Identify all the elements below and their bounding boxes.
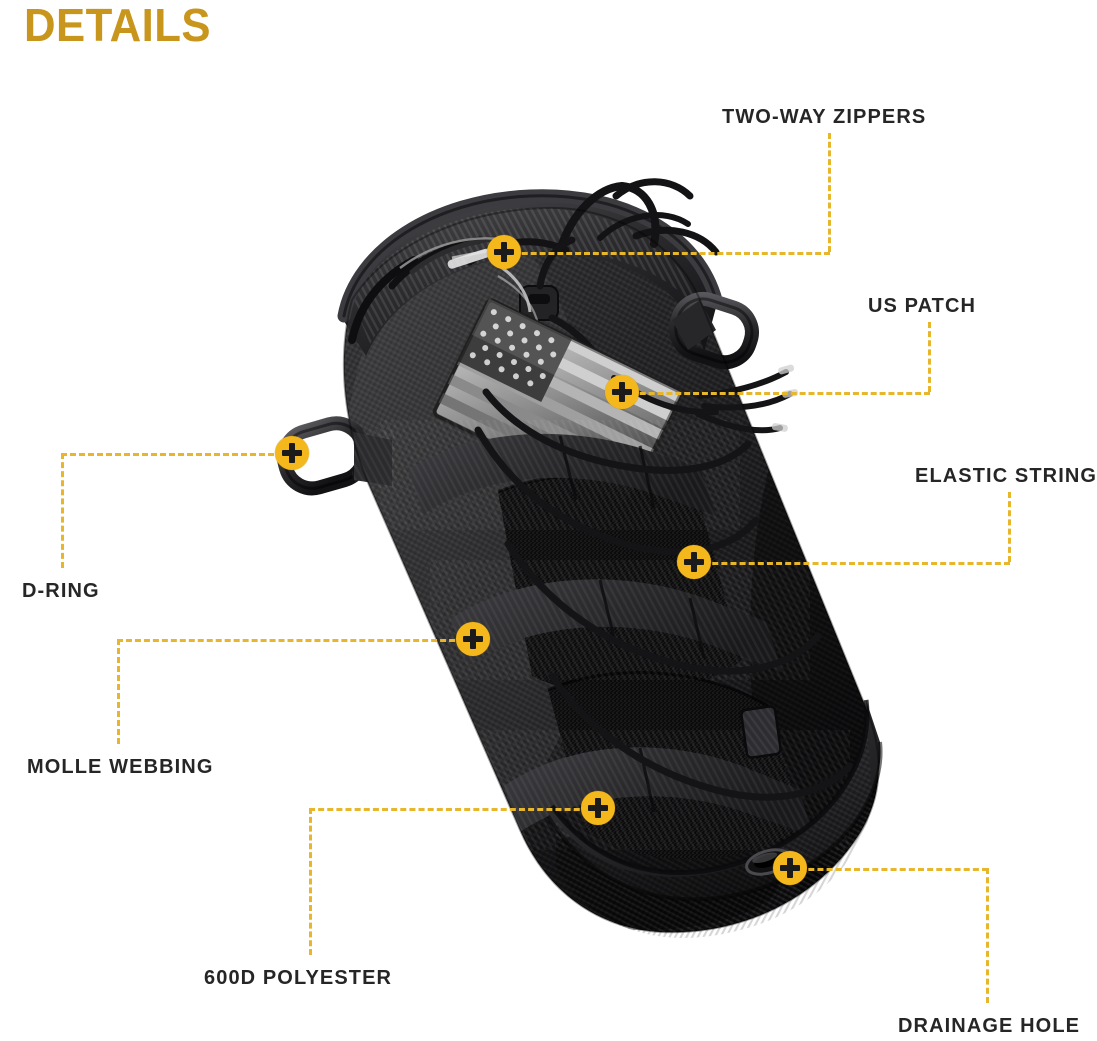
callout-connector-horizontal-600d-polyester bbox=[309, 808, 598, 811]
callout-marker-molle-webbing[interactable] bbox=[456, 622, 490, 656]
callout-connector-vertical-molle-webbing bbox=[117, 639, 120, 744]
callout-label-d-ring: D-RING bbox=[22, 580, 100, 602]
callout-marker-drainage-hole[interactable] bbox=[773, 851, 807, 885]
callout-marker-us-patch[interactable] bbox=[605, 375, 639, 409]
callout-connector-vertical-us-patch bbox=[928, 322, 931, 392]
callout-label-drainage-hole: DRAINAGE HOLE bbox=[898, 1015, 1081, 1037]
callout-connector-vertical-two-way-zippers bbox=[828, 133, 831, 252]
callout-connector-vertical-600d-polyester bbox=[309, 808, 312, 955]
callout-marker-elastic-string[interactable] bbox=[677, 545, 711, 579]
callout-connector-horizontal-drainage-hole bbox=[790, 868, 988, 871]
callout-label-molle-webbing: MOLLE WEBBING bbox=[27, 756, 214, 778]
callout-marker-two-way-zippers[interactable] bbox=[487, 235, 521, 269]
callout-marker-d-ring[interactable] bbox=[275, 436, 309, 470]
callout-label-two-way-zippers: TWO-WAY ZIPPERS bbox=[722, 106, 927, 128]
callout-label-elastic-string: ELASTIC STRING bbox=[915, 465, 1097, 487]
callout-connector-horizontal-two-way-zippers bbox=[504, 252, 830, 255]
callout-marker-600d-polyester[interactable] bbox=[581, 791, 615, 825]
callout-connector-vertical-elastic-string bbox=[1008, 492, 1011, 562]
callout-connector-horizontal-elastic-string bbox=[694, 562, 1010, 565]
page-title: DETAILS bbox=[24, 0, 212, 51]
callout-connector-horizontal-molle-webbing bbox=[117, 639, 473, 642]
callout-label-us-patch: US PATCH bbox=[868, 295, 977, 317]
callout-connector-horizontal-us-patch bbox=[622, 392, 930, 395]
callout-connector-horizontal-d-ring bbox=[61, 453, 292, 456]
callout-connector-vertical-drainage-hole bbox=[986, 868, 989, 1003]
callout-connector-vertical-d-ring bbox=[61, 453, 64, 568]
callout-label-600d-polyester: 600D POLYESTER bbox=[204, 967, 393, 989]
